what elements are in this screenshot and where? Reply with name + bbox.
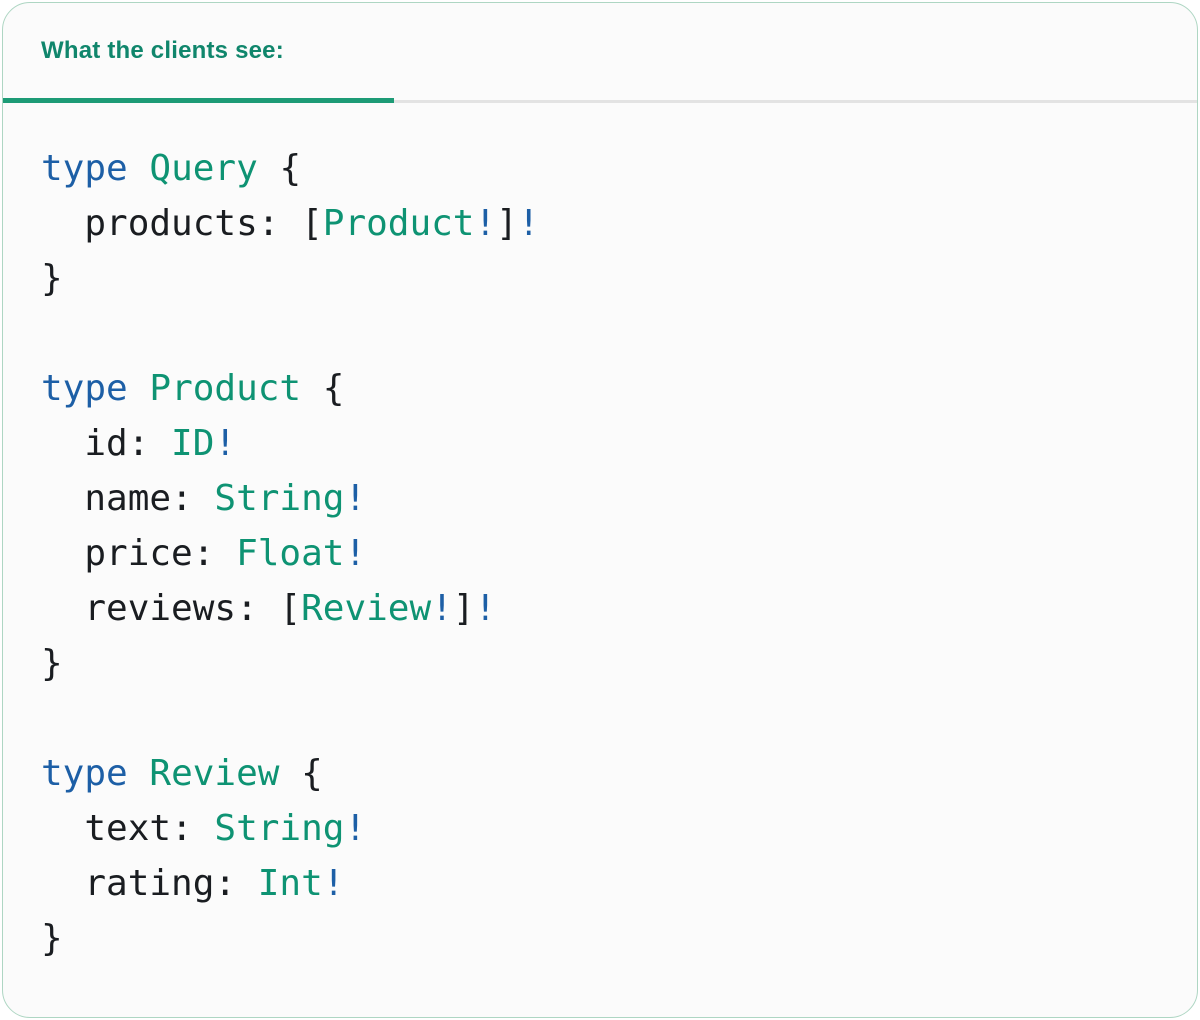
code-token: !	[474, 203, 497, 244]
code-token: price:	[41, 533, 237, 574]
code-token: id:	[41, 423, 172, 464]
tab-what-clients-see[interactable]: What the clients see:	[3, 37, 284, 65]
code-line: name: String!	[41, 471, 1197, 526]
code-token: String	[214, 478, 345, 519]
code-line	[41, 691, 1197, 746]
code-token: !	[344, 808, 367, 849]
code-token: {	[279, 753, 323, 794]
code-line: products: [Product!]!	[41, 196, 1197, 251]
code-token: type	[41, 753, 128, 794]
code-token: String	[214, 808, 345, 849]
code-line: type Query {	[41, 141, 1197, 196]
code-token: }	[41, 258, 63, 299]
code-token: ]	[496, 203, 518, 244]
code-line	[41, 306, 1197, 361]
code-line: type Review {	[41, 746, 1197, 801]
code-token: !	[431, 588, 453, 629]
code-token: !	[517, 203, 540, 244]
code-token: Product	[322, 203, 475, 244]
code-token: Review	[301, 588, 432, 629]
code-token: {	[301, 368, 345, 409]
code-line: price: Float!	[41, 526, 1197, 581]
code-token: products: [	[41, 203, 323, 244]
code-token: Review	[149, 753, 280, 794]
code-line: rating: Int!	[41, 856, 1197, 911]
code-token: type	[41, 148, 128, 189]
code-line: type Product {	[41, 361, 1197, 416]
code-line: }	[41, 911, 1197, 966]
code-token: reviews: [	[41, 588, 302, 629]
code-token	[128, 368, 150, 409]
code-line: reviews: [Review!]!	[41, 581, 1197, 636]
code-token: Int	[257, 863, 323, 904]
code-token: rating:	[41, 863, 258, 904]
tab-underline-track	[3, 100, 1197, 103]
code-token: }	[41, 643, 63, 684]
code-token: Float	[236, 533, 345, 574]
code-token: text:	[41, 808, 215, 849]
code-token: Query	[149, 148, 258, 189]
code-token: !	[474, 588, 497, 629]
code-block: type Query { products: [Product!]!} type…	[3, 141, 1197, 966]
tab-underline-active-indicator	[3, 98, 394, 103]
code-token: Product	[149, 368, 302, 409]
code-token: !	[214, 423, 237, 464]
tab-underline	[3, 98, 1197, 103]
code-token: !	[344, 533, 367, 574]
code-line: text: String!	[41, 801, 1197, 856]
code-token: }	[41, 918, 63, 959]
tab-bar: What the clients see:	[3, 3, 1197, 98]
code-token: !	[322, 863, 345, 904]
code-line: }	[41, 636, 1197, 691]
code-token: name:	[41, 478, 215, 519]
code-token: type	[41, 368, 128, 409]
code-token: ]	[452, 588, 475, 629]
code-token	[128, 753, 150, 794]
code-line: }	[41, 251, 1197, 306]
code-token: ID	[171, 423, 215, 464]
code-token: !	[344, 478, 367, 519]
code-token	[128, 148, 150, 189]
code-token: {	[257, 148, 302, 189]
code-line: id: ID!	[41, 416, 1197, 471]
